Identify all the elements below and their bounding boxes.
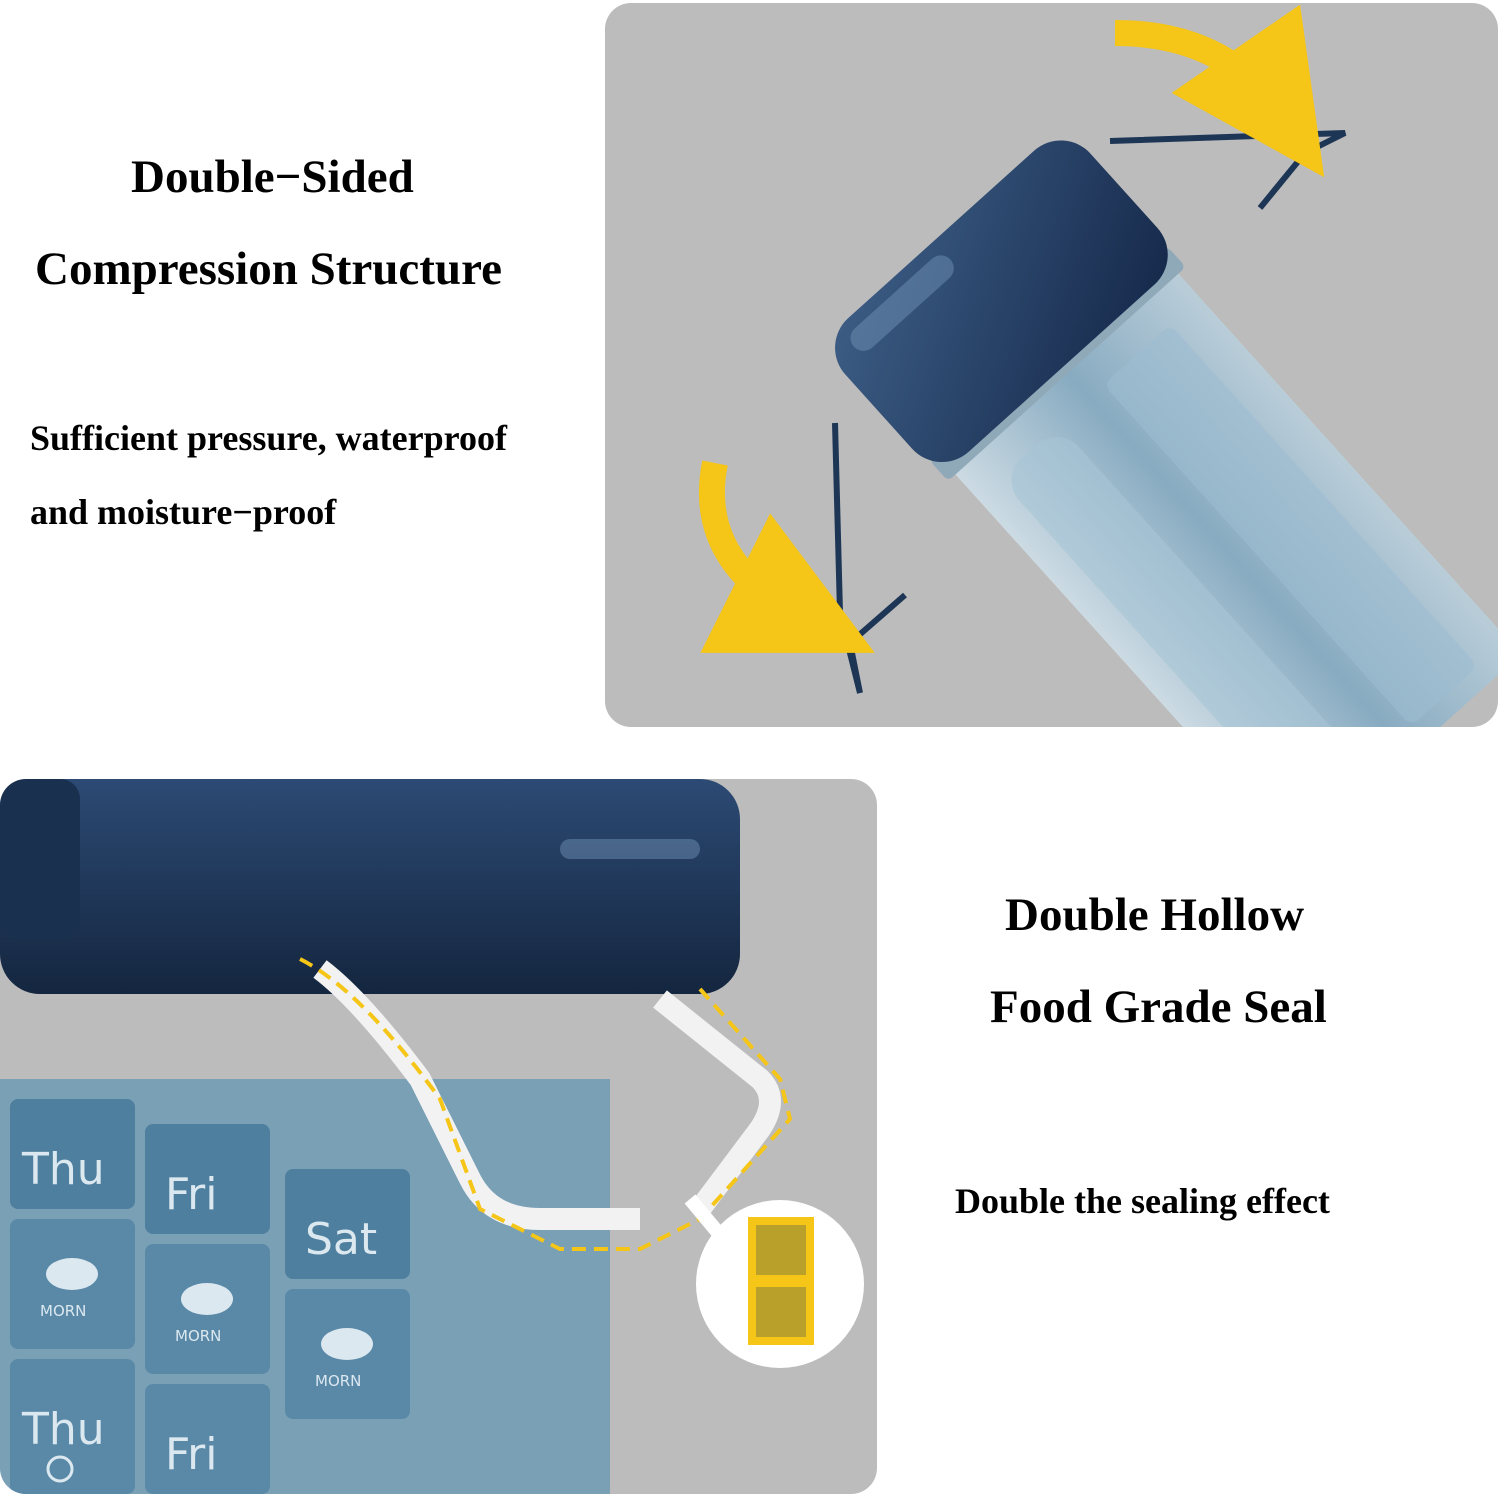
lid-label-thu-lower: Thu xyxy=(21,1404,105,1455)
compartment-thu: Thu xyxy=(10,1099,135,1209)
seal-cross-section-icon xyxy=(748,1217,814,1345)
clip-arm-top xyxy=(1109,130,1347,210)
cloud-icon xyxy=(46,1258,98,1290)
desc-double-sealing: Double the sealing effect xyxy=(955,1181,1330,1221)
lid-label-morn: MORN xyxy=(40,1302,86,1320)
heading-double-sided: Double−Sided xyxy=(131,151,414,203)
lid-label-fri: Fri xyxy=(165,1169,217,1220)
lid-label-morn: MORN xyxy=(315,1372,361,1390)
cloud-icon xyxy=(181,1283,233,1315)
heading-food-grade-seal: Food Grade Seal xyxy=(990,981,1327,1033)
seal-outline xyxy=(299,957,793,1251)
lid-label-fri-lower: Fri xyxy=(165,1429,217,1480)
heading-double-hollow: Double Hollow xyxy=(1005,889,1305,941)
heading-compression-structure: Compression Structure xyxy=(35,243,502,295)
clip-arm-bottom xyxy=(832,422,907,694)
lid-label-morn: MORN xyxy=(175,1327,221,1345)
compartment-sat: Sat xyxy=(285,1169,410,1279)
curved-arrow-icon xyxy=(1114,4,1325,178)
desc-moisture-proof: and moisture−proof xyxy=(30,492,337,532)
curved-arrow-icon xyxy=(698,460,875,653)
lid-label-thu: Thu xyxy=(21,1144,105,1195)
compartment-row-lower: Thu Fri xyxy=(10,1359,270,1494)
compression-structure-photo xyxy=(605,3,1498,727)
pill-tube xyxy=(835,140,1498,727)
compression-structure-illustration xyxy=(698,4,1498,727)
lid-label-sat: Sat xyxy=(305,1214,377,1265)
compartment-row-morn: MORN MORN MORN xyxy=(10,1219,410,1419)
desc-sufficient-pressure: Sufficient pressure, waterproof xyxy=(30,418,507,458)
compartment-fri: Fri xyxy=(145,1124,270,1234)
navy-cap xyxy=(835,140,1168,463)
navy-clamp xyxy=(0,779,740,994)
seal-arm-right xyxy=(653,990,781,1216)
seal-photo: Thu Fri Sat MORN MORN MORN Thu Fri xyxy=(0,779,877,1494)
seal-illustration: Thu Fri Sat MORN MORN MORN Thu Fri xyxy=(0,779,864,1494)
cloud-icon xyxy=(321,1328,373,1360)
sun-icon xyxy=(46,1455,74,1483)
